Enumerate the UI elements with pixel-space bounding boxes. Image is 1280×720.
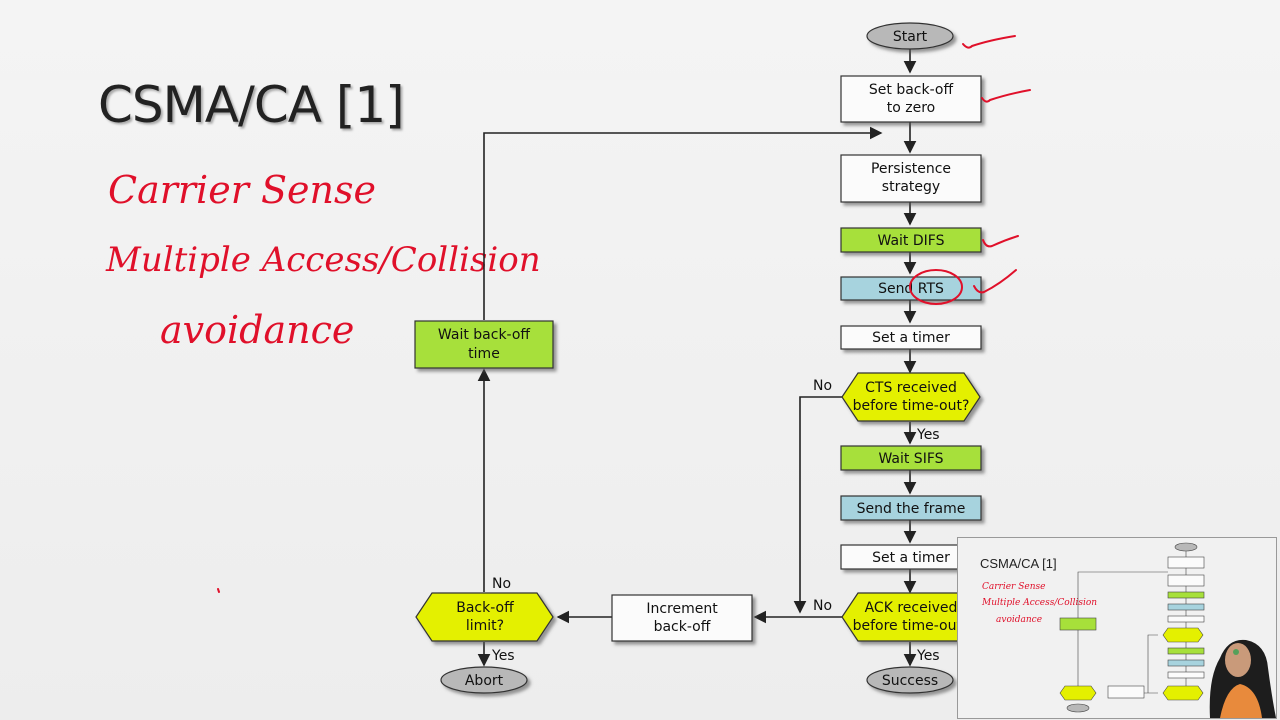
send-frame-label: Send the frame [857,501,966,517]
checkmark-wait-difs [982,235,1019,248]
backoff-limit-line-2: limit? [466,618,504,634]
set-timer-box-1: Set a timer [840,325,982,350]
ack-decision-line-1: ACK received [865,600,958,616]
set-timer-1-label: Set a timer [872,330,950,346]
overlay-note-line-1: Carrier Sense [982,582,1046,592]
checkmark-start [962,35,1016,49]
cts-decision: CTS received before time-out? [841,372,981,422]
ack-decision-line-2: before time-out? [853,618,970,634]
persistence-line-2: strategy [882,179,940,195]
abort-label: Abort [465,673,504,689]
slide-title: CSMA/CA [1] [98,76,405,134]
checkmark-send-rts [973,269,1017,294]
increment-backoff-box: Increment back-off [611,594,753,642]
increment-backoff-line-2: back-off [654,619,711,635]
cts-no-label: No [813,378,832,394]
wait-backoff-line-2: time [468,346,500,362]
start-terminal: Start [866,22,954,50]
ack-decision: ACK received before time-out? [841,592,981,642]
cts-decision-line-1: CTS received [865,380,957,396]
set-backoff-box: Set back-off to zero [840,75,982,123]
cts-yes-label: Yes [916,427,940,443]
set-timer-2-label: Set a timer [872,550,950,566]
success-terminal: Success [866,666,954,694]
abort-terminal: Abort [440,666,528,694]
overlay-note-line-2: Multiple Access/Collision [982,598,1098,608]
ack-yes-label: Yes [916,648,940,664]
overlay-note-line-3: avoidance [996,615,1043,625]
increment-backoff-line-1: Increment [646,601,718,617]
send-frame-box: Send the frame [840,495,982,521]
backoff-limit-decision: Back-off limit? [415,592,554,642]
wait-difs-box: Wait DIFS [840,227,982,253]
persistence-box: Persistence strategy [840,154,982,203]
overlay-slide-title: CSMA/CA [1] [980,556,1057,571]
backoff-limit-line-1: Back-off [456,600,514,616]
circle-send-rts [909,269,963,305]
red-annotation-marks [217,35,1031,593]
handwritten-note-line-3: avoidance [160,308,355,352]
presenter-video-overlay: CSMA/CA [1] Carrier Sense Multiple Acces… [957,537,1277,719]
stray-mark [217,588,220,593]
overlay-mini-flowchart [1059,542,1276,718]
checkmark-set-backoff [981,89,1031,103]
backoff-yes-label: Yes [491,648,515,664]
wait-backoff-line-1: Wait back-off [438,327,531,343]
set-backoff-line-2: to zero [887,100,935,116]
ack-no-label: No [813,598,832,614]
handwritten-note-line-2: Multiple Access/Collision [106,240,541,280]
wait-backoff-box: Wait back-off time [414,320,554,369]
wait-difs-label: Wait DIFS [878,233,945,249]
cts-decision-line-2: before time-out? [853,398,970,414]
set-backoff-line-1: Set back-off [869,82,954,98]
handwritten-note-line-1: Carrier Sense [108,168,376,212]
wait-sifs-label: Wait SIFS [878,451,943,467]
persistence-line-1: Persistence [871,161,951,177]
start-label: Start [893,29,928,45]
backoff-no-label: No [492,576,511,592]
success-label: Success [882,673,938,689]
wait-sifs-box: Wait SIFS [840,445,982,471]
presenter-figure [1209,639,1276,718]
